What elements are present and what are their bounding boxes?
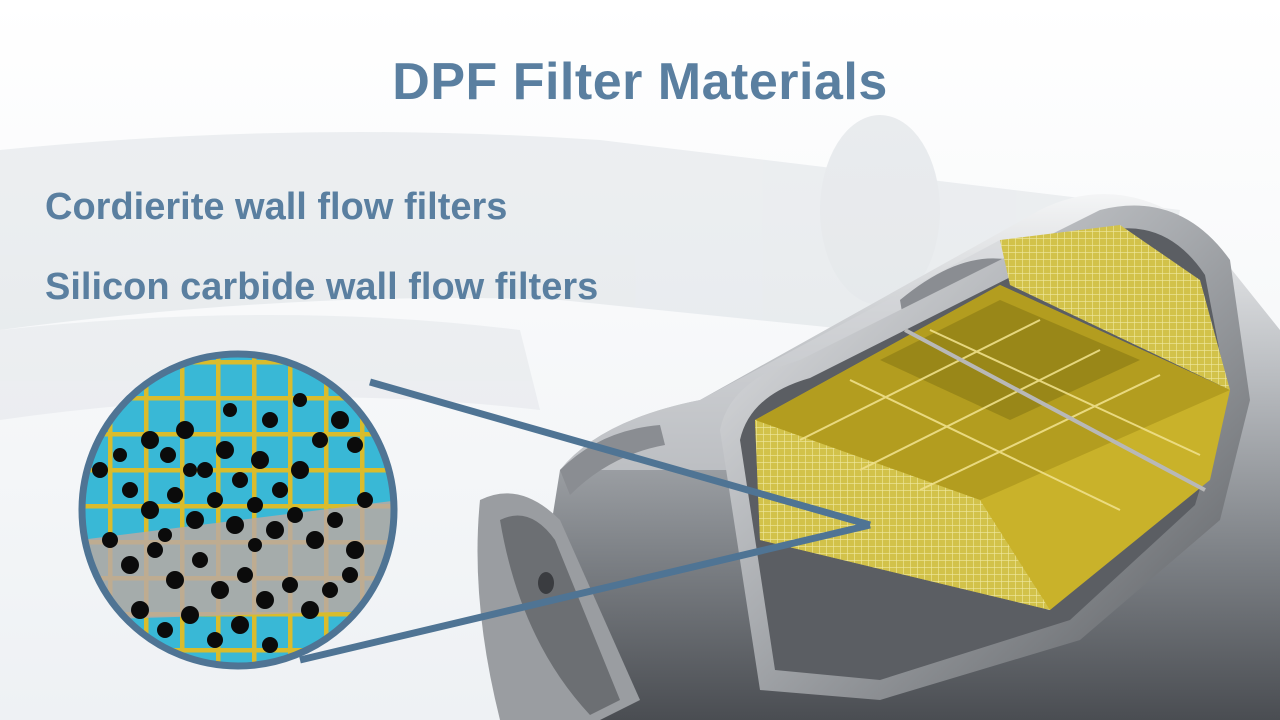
magnifier-callout [299, 378, 871, 664]
magnifier-ring [78, 350, 398, 670]
magnified-filter-view [82, 354, 394, 666]
filter-substrate [755, 225, 1230, 610]
bullet-silicon-carbide: Silicon carbide wall flow filters [45, 266, 599, 308]
pipe-flange [477, 493, 640, 720]
bullet-cordierite: Cordierite wall flow filters [45, 186, 508, 228]
soot-particles [92, 393, 373, 653]
slide-title: DPF Filter Materials [392, 53, 888, 111]
